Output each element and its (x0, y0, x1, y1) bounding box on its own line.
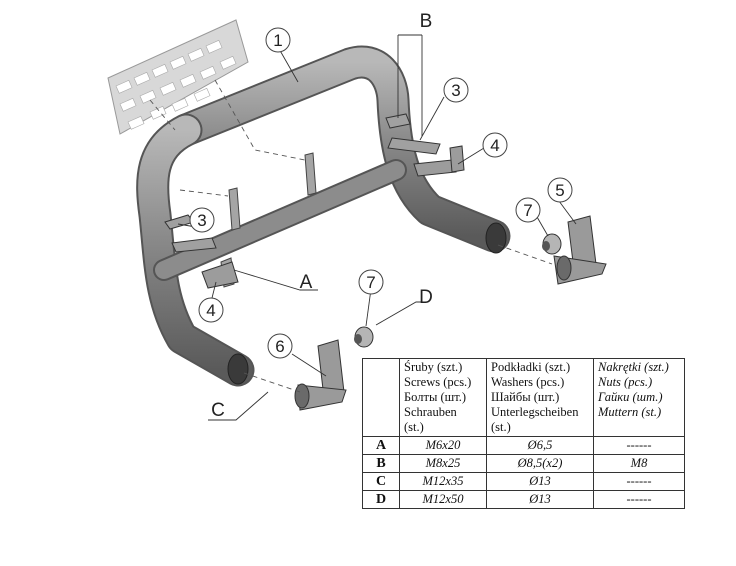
cell-screws: M6x20 (399, 436, 487, 455)
mount-bracket-5 (553, 215, 607, 285)
callout-numbers: 1 3 4 3 4 5 7 7 6 A B C D (197, 11, 564, 421)
leader-lines (177, 34, 577, 421)
cell-screws: M8x25 (399, 454, 487, 473)
row-key: D (362, 490, 400, 509)
row-key: A (362, 436, 400, 455)
callout-4-right: 4 (490, 136, 499, 155)
callout-4-left: 4 (206, 301, 215, 320)
bracket-4-left (201, 261, 239, 289)
callout-B: B (420, 11, 433, 32)
row-key: C (362, 472, 400, 491)
row-key: B (362, 454, 400, 473)
cell-washers: Ø13 (486, 472, 594, 491)
callout-5: 5 (555, 181, 564, 200)
cell-nuts: ------ (593, 472, 685, 491)
cell-nuts: ------ (593, 436, 685, 455)
callout-6: 6 (275, 337, 284, 356)
callout-circles (189, 27, 573, 359)
table-header-row: Śruby (szt.) Screws (pcs.) Болты (шт.) S… (362, 358, 685, 437)
table-row: D M12x50 Ø13 ------ (362, 490, 685, 509)
cell-nuts: ------ (593, 490, 685, 509)
callout-1: 1 (273, 31, 282, 50)
cell-screws: M12x35 (399, 472, 487, 491)
cell-nuts: M8 (593, 454, 685, 473)
tube-end-caps (227, 222, 507, 385)
callout-A: A (300, 272, 313, 293)
spacer-7-right (542, 233, 562, 255)
bracket-4-right (413, 145, 465, 177)
callout-D: D (419, 287, 433, 308)
cell-screws: M12x50 (399, 490, 487, 509)
mount-bracket-6 (294, 339, 347, 411)
callout-3-left: 3 (197, 211, 206, 230)
hardware-table: Śruby (szt.) Screws (pcs.) Болты (шт.) S… (362, 358, 685, 509)
callout-7-right: 7 (523, 201, 532, 220)
assembly-lines (149, 79, 553, 393)
header-nuts: Nakrętki (szt.) Nuts (pcs.) Гайки (шт.) … (593, 358, 685, 437)
table-row: A M6x20 Ø6,5 ------ (362, 436, 685, 455)
header-washers: Podkładki (szt.) Washers (pcs.) Шайбы (ш… (486, 358, 594, 437)
bracket-3-left (164, 214, 217, 253)
callout-C: C (211, 400, 225, 421)
cell-washers: Ø6,5 (486, 436, 594, 455)
cell-washers: Ø8,5(x2) (486, 454, 594, 473)
callout-3-right: 3 (451, 81, 460, 100)
license-plate-bracket (107, 19, 249, 135)
callout-7-left: 7 (366, 273, 375, 292)
cell-washers: Ø13 (486, 490, 594, 509)
header-screws: Śruby (szt.) Screws (pcs.) Болты (шт.) S… (399, 358, 487, 437)
bullbar-tube (136, 45, 511, 387)
table-row: B M8x25 Ø8,5(x2) M8 (362, 454, 685, 473)
table-corner-cell (362, 358, 400, 437)
table-row: C M12x35 Ø13 ------ (362, 472, 685, 491)
bracket-3-right (385, 113, 441, 155)
spacer-7-left (354, 326, 374, 348)
